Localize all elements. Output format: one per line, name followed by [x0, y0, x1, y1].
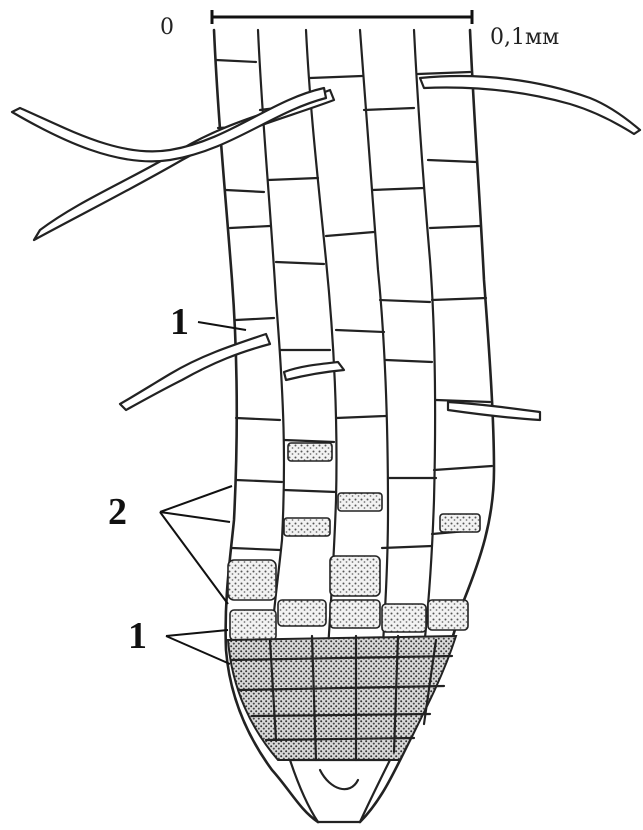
stippled-cells: [228, 443, 480, 640]
root-hairs: [12, 76, 640, 420]
scale-start-label: 0: [160, 15, 174, 40]
label-meristem: 1: [128, 615, 147, 657]
label-zone-2: 2: [108, 491, 127, 533]
scale-end-label: 0,1мм: [490, 25, 559, 50]
root-cap: [228, 636, 456, 822]
cell-walls-transverse: [216, 60, 492, 550]
label-root-hair: 1: [170, 301, 189, 343]
